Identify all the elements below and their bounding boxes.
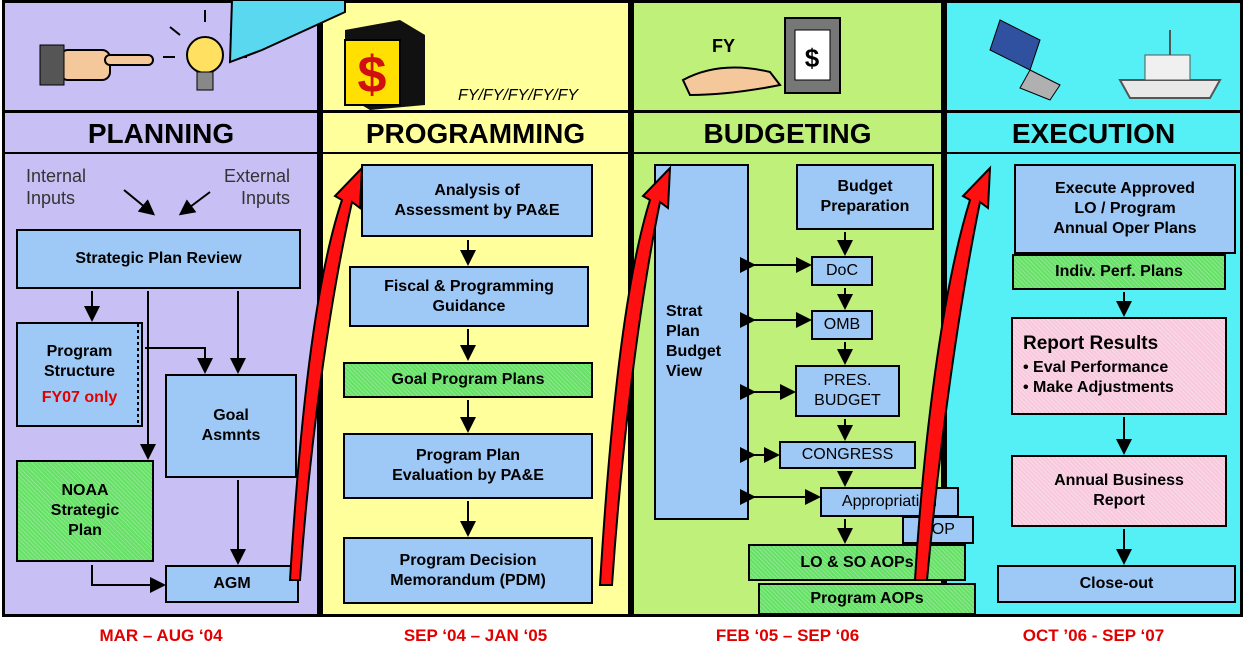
analysis-box: Analysis of Assessment by PA&E bbox=[361, 164, 593, 237]
pointing-hand-icon bbox=[39, 44, 154, 86]
fy-label: FY bbox=[712, 36, 735, 56]
noaa-strategic-plan-box: NOAA Strategic Plan bbox=[16, 460, 154, 562]
fy-years-label: FY/FY/FY/FY/FY bbox=[458, 87, 579, 104]
program-structure-box: Program Structure FY07 only bbox=[16, 322, 143, 427]
header-icons: $ FY/FY/FY/FY/FY FY $ bbox=[39, 0, 1222, 110]
agm-box: AGM bbox=[165, 565, 299, 603]
budgeting-heading: BUDGETING bbox=[703, 118, 872, 149]
doc-box: DoC bbox=[811, 256, 873, 286]
evaluation-box: Program Plan Evaluation by PA&E bbox=[343, 433, 593, 499]
annual-business-report-box: Annual Business Report bbox=[1011, 455, 1227, 527]
fy07-only-label: FY07 only bbox=[41, 388, 118, 406]
external-inputs-label: External Inputs bbox=[223, 166, 290, 208]
red-arrow-programming bbox=[598, 165, 672, 586]
indiv-perf-plans-box: Indiv. Perf. Plans bbox=[1012, 254, 1226, 290]
close-out-box: Close-out bbox=[997, 565, 1236, 603]
planning-heading: PLANNING bbox=[87, 118, 235, 149]
lo-so-aops-box: LO & SO AOPs bbox=[748, 544, 966, 581]
svg-text:$: $ bbox=[358, 46, 387, 104]
programming-date: SEP ‘04 – JAN ‘05 bbox=[403, 626, 548, 645]
callout-shape bbox=[228, 0, 346, 64]
hand-money-icon: FY bbox=[681, 36, 782, 97]
dollar-cube-icon: $ bbox=[344, 20, 425, 110]
strategic-plan-review-box: Strategic Plan Review bbox=[16, 229, 301, 289]
omb-box: OMB bbox=[811, 310, 873, 340]
make-adjustments-item: • Make Adjustments bbox=[1023, 379, 1174, 396]
execution-heading: EXECUTION bbox=[1011, 118, 1176, 149]
eval-performance-item: • Eval Performance bbox=[1023, 359, 1169, 376]
congress-box: CONGRESS bbox=[779, 441, 916, 469]
red-arrow-budgeting bbox=[913, 165, 992, 581]
planning-date: MAR – AUG ‘04 bbox=[99, 626, 223, 645]
report-results-title: Report Results bbox=[1023, 333, 1159, 354]
safe-icon: $ bbox=[784, 17, 841, 94]
programming-heading: PROGRAMMING bbox=[365, 118, 586, 149]
report-results-box: Report Results • Eval Performance • Make… bbox=[1011, 317, 1227, 415]
program-structure-label: Program Structure bbox=[43, 342, 116, 380]
pdm-box: Program Decision Memorandum (PDM) bbox=[343, 537, 593, 604]
strat-plan-budget-view-box: Strat Plan Budget View bbox=[654, 164, 749, 520]
appropriation-box: Appropriation bbox=[820, 487, 959, 517]
execute-plans-box: Execute Approved LO / Program Annual Ope… bbox=[1014, 164, 1236, 254]
pres-budget-box: PRES. BUDGET bbox=[795, 365, 900, 417]
execution-date: OCT ’06 - SEP ‘07 bbox=[1022, 626, 1165, 645]
fiscal-guidance-box: Fiscal & Programming Guidance bbox=[349, 266, 589, 327]
header-divider bbox=[2, 110, 1243, 113]
budget-preparation-box: Budget Preparation bbox=[796, 164, 934, 230]
title-divider bbox=[2, 152, 1243, 154]
red-arrow-planning bbox=[288, 165, 364, 581]
ship-icon bbox=[1118, 30, 1222, 99]
goal-program-plans-box: Goal Program Plans bbox=[343, 362, 593, 398]
svg-text:$: $ bbox=[805, 43, 820, 73]
internal-inputs-label: Internal Inputs bbox=[26, 166, 87, 208]
satellite-icon bbox=[989, 0, 1090, 101]
program-aops-box: Program AOPs bbox=[758, 583, 976, 615]
budgeting-date: FEB ‘05 – SEP ‘06 bbox=[715, 626, 860, 645]
goal-asmnts-box: Goal Asmnts bbox=[165, 374, 297, 478]
